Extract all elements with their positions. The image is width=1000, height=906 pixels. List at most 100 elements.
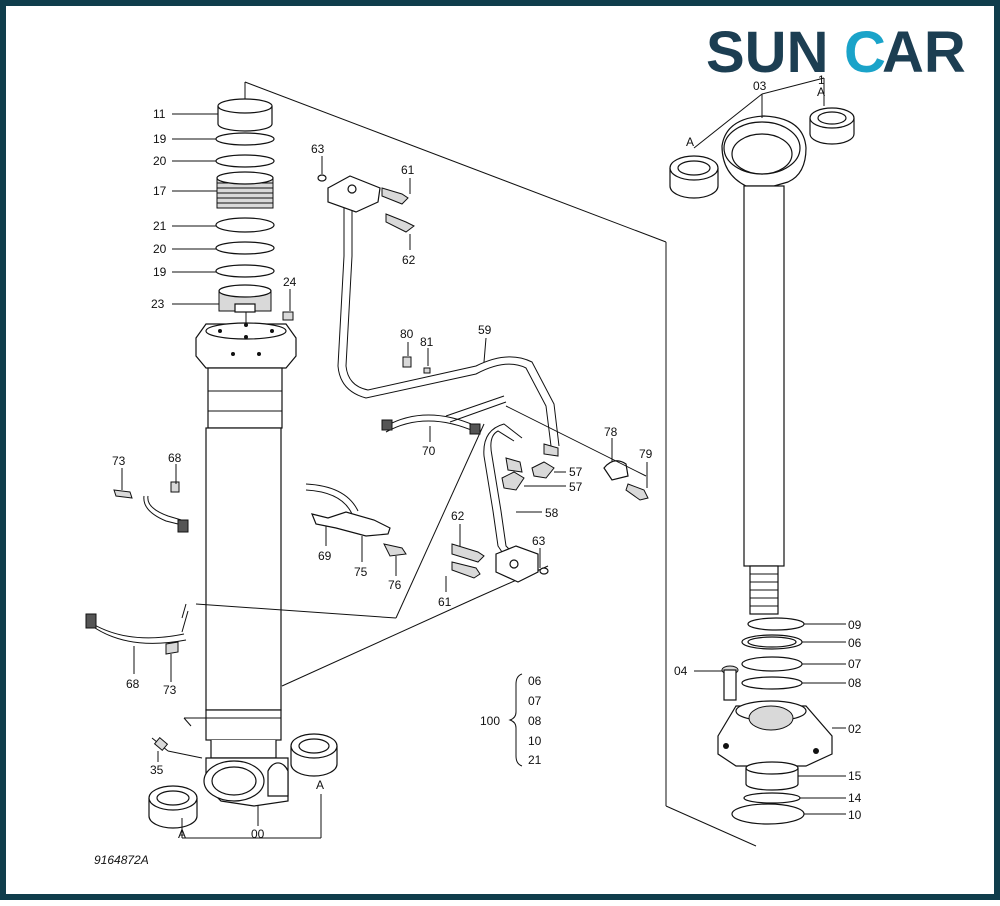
part-03-rod-eye <box>721 115 807 187</box>
callout-61-bottom: 61 <box>438 595 452 609</box>
part-02-piston <box>717 700 833 767</box>
rod-thread <box>749 565 779 615</box>
callout-14: 14 <box>848 791 862 805</box>
callout-62-bottom: 62 <box>451 509 465 523</box>
callout-81: 81 <box>420 335 434 349</box>
callout-20-lower: 20 <box>153 242 167 256</box>
bushing-A-left <box>148 785 198 829</box>
callout-24: 24 <box>283 275 297 289</box>
callout-11: 11 <box>153 107 166 121</box>
callout-10: 10 <box>848 808 862 822</box>
drawing-id: 9164872A <box>94 853 149 867</box>
callout-76: 76 <box>388 578 402 592</box>
part-14-ring <box>743 792 801 804</box>
callout-23: 23 <box>151 297 165 311</box>
piping-assembly <box>317 174 649 583</box>
part-35-grease-fitting <box>151 737 203 759</box>
part-76-bolt <box>383 543 407 557</box>
part-04-bolt <box>721 665 739 701</box>
bushing-A-rod-right <box>809 107 855 145</box>
part-79-bolt <box>625 483 649 501</box>
leader-lines-right <box>693 77 846 815</box>
callout-75: 75 <box>354 565 368 579</box>
assembly-member-5: 21 <box>528 753 542 767</box>
assembly-member-4: 10 <box>528 734 542 748</box>
bolts-61-62-top <box>381 187 415 233</box>
cylinder-barrel <box>205 367 283 759</box>
callout-62-top: 62 <box>402 253 416 267</box>
assembly-member-2: 07 <box>528 694 542 708</box>
part-21-ring <box>215 217 275 233</box>
part-69-bracket <box>311 511 391 537</box>
part-73-bolt-lower <box>165 641 179 655</box>
part-78-clamp <box>603 460 629 481</box>
part-24-screw <box>282 311 294 321</box>
callout-63-top: 63 <box>311 142 325 156</box>
callout-59: 59 <box>478 323 492 337</box>
callout-69: 69 <box>318 549 332 563</box>
part-17-packing <box>216 171 274 209</box>
part-57-nut-a <box>531 461 555 479</box>
left-cylinder-parts <box>148 98 338 829</box>
callout-57-b: 57 <box>569 480 583 494</box>
parts-diagram: SUN C AR <box>85 20 966 867</box>
part-63-oring-top <box>317 174 327 182</box>
part-20-ring <box>215 154 275 168</box>
right-piston-rod <box>669 107 855 825</box>
callout-06: 06 <box>848 636 862 650</box>
rod-shaft <box>743 185 785 567</box>
callout-A-bottom-right: A <box>316 778 324 792</box>
cylinder-head-flange <box>195 322 297 369</box>
part-73-bolt-upper <box>113 489 133 499</box>
callout-35: 35 <box>150 763 164 777</box>
callout-03: 03 <box>753 79 767 93</box>
callout-09: 09 <box>848 618 862 632</box>
callout-63-bottom: 63 <box>532 534 546 548</box>
logo-text-c: C <box>844 20 886 85</box>
callout-1: 1 <box>818 73 825 87</box>
callout-79: 79 <box>639 447 653 461</box>
part-10-ring <box>731 803 805 825</box>
assembly-number: 100 <box>480 714 500 728</box>
assembly-member-3: 08 <box>528 714 542 728</box>
callout-07: 07 <box>848 657 862 671</box>
bushing-A-right <box>290 733 338 777</box>
leader-lines-piping <box>121 156 648 762</box>
assembly-bracket <box>508 673 523 767</box>
part-09-seal <box>747 617 805 631</box>
callout-15: 15 <box>848 769 862 783</box>
callout-68-upper: 68 <box>168 451 182 465</box>
assembly-kit-list: 100 06 07 08 10 21 <box>480 674 542 767</box>
callout-00: 00 <box>251 827 265 841</box>
brand-logo: SUN C AR <box>706 20 966 85</box>
part-23-nut <box>218 284 272 313</box>
callout-labels: 11 19 20 17 21 20 19 23 24 63 61 62 80 8… <box>112 73 862 841</box>
callout-02: 02 <box>848 722 862 736</box>
part-19-ring <box>215 132 275 146</box>
callout-58: 58 <box>545 506 559 520</box>
callout-73-upper: 73 <box>112 454 126 468</box>
part-07-ring <box>741 656 803 672</box>
callout-73-lower: 73 <box>163 683 177 697</box>
callout-17: 17 <box>153 184 167 198</box>
part-00-barrel-eye <box>203 757 289 807</box>
logo-text-sun: SUN <box>706 20 828 85</box>
part-20-ring-lower <box>215 241 275 255</box>
part-19-ring-lower <box>215 264 275 278</box>
bushing-A-rod-left <box>669 155 719 199</box>
pipe-flange-top <box>327 175 381 213</box>
callout-78: 78 <box>604 425 618 439</box>
callout-80: 80 <box>400 327 414 341</box>
callout-20: 20 <box>153 154 167 168</box>
part-70-clamp <box>381 395 507 435</box>
callout-19: 19 <box>153 132 167 146</box>
callout-57-a: 57 <box>569 465 583 479</box>
callout-61-top: 61 <box>401 163 415 177</box>
callout-21: 21 <box>153 219 167 233</box>
pipe-flange-bottom <box>495 545 539 583</box>
callout-A-rod-right: A <box>817 85 825 99</box>
callout-68-lower: 68 <box>126 677 140 691</box>
part-80-nut <box>402 356 412 368</box>
assembly-member-1: 06 <box>528 674 542 688</box>
